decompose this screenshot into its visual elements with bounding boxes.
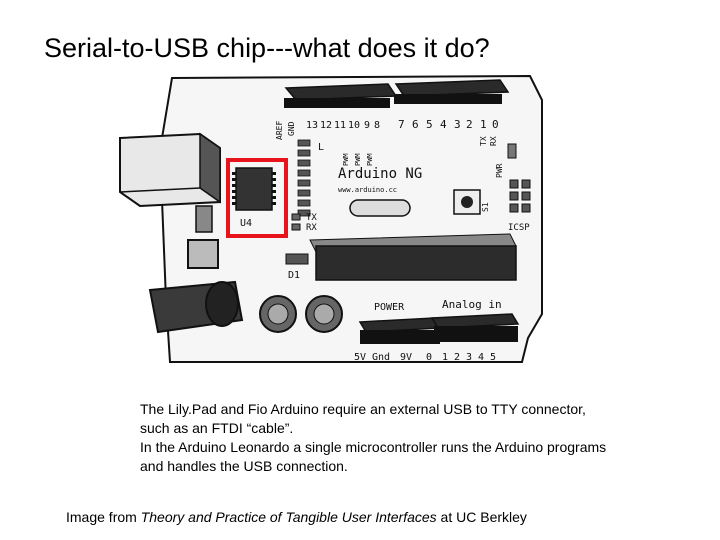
- pin-label-a2: 2: [454, 352, 460, 363]
- icsp-header: [509, 179, 531, 213]
- caption-line-1: The Lily.Pad and Fio Arduino require an …: [140, 401, 586, 436]
- voltage-regulator: [187, 239, 219, 269]
- usb-connector: [119, 132, 221, 208]
- pin-label-a1: 1: [442, 352, 448, 363]
- credit-work-title: Theory and Practice of Tangible User Int…: [140, 509, 437, 525]
- pin-label-1: 1: [480, 118, 487, 131]
- board-url: www.arduino.cc: [338, 186, 397, 194]
- pin-label-4: 4: [440, 118, 447, 131]
- power-header-label: POWER: [374, 302, 405, 313]
- pin-label-13: 13: [306, 120, 318, 131]
- analog-header-label: Analog in: [442, 298, 502, 311]
- pin-label-gnd: GND: [287, 121, 296, 136]
- icsp-label: ICSP: [508, 223, 530, 233]
- led-l-label: L: [318, 142, 324, 153]
- chip-label-u4: U4: [240, 218, 252, 229]
- chip-highlight-box: [226, 158, 288, 238]
- capacitor-1: [259, 295, 297, 333]
- diode-d1: [285, 253, 309, 265]
- pin-label-a4: 4: [478, 352, 484, 363]
- pin-label-5: 5: [426, 118, 433, 131]
- rx-led-label: RX: [306, 223, 317, 233]
- pin-label-9: 9: [364, 120, 370, 131]
- power-header: [358, 317, 442, 344]
- analog-header: [430, 313, 520, 342]
- board-name: Arduino NG: [338, 166, 422, 182]
- credit-suffix: at UC Berkley: [436, 509, 527, 525]
- tx-led: [291, 213, 301, 221]
- pin-label-11: 11: [334, 120, 346, 131]
- pin-label-gnd-bottom: Gnd: [372, 352, 390, 363]
- pwm-label-1: PWM: [342, 153, 350, 166]
- pin-label-a0: 0: [426, 352, 432, 363]
- credit-prefix: Image from: [66, 509, 141, 525]
- reset-button: [453, 189, 481, 215]
- pin-label-0: 0: [492, 118, 499, 131]
- pwm-label-2: PWM: [354, 153, 362, 166]
- pwr-led: [507, 143, 517, 159]
- caption: The Lily.Pad and Fio Arduino require an …: [140, 400, 610, 476]
- pin-label-8: 8: [374, 120, 380, 131]
- diode-label: D1: [288, 270, 300, 281]
- jumper: [195, 205, 213, 233]
- pin-label-5v: 5V: [354, 352, 366, 363]
- crystal: [349, 199, 411, 217]
- pwr-led-label: PWR: [495, 163, 504, 178]
- microcontroller: [309, 233, 517, 281]
- pin-label-a3: 3: [466, 352, 472, 363]
- pin-label-6: 6: [412, 118, 419, 131]
- pin-label-3: 3: [454, 118, 461, 131]
- board-outline: [158, 74, 543, 363]
- pin-label-12: 12: [320, 120, 332, 131]
- pin-label-aref: AREF: [275, 121, 284, 140]
- serial-to-usb-chip: U4: [232, 167, 276, 229]
- arduino-board-illustration: AREF GND 13 12 11 10 9 8 7 6 5 4 3 2 1 0…: [119, 74, 543, 363]
- serial-label-tx: TX: [479, 136, 488, 146]
- pin-label-7: 7: [398, 118, 405, 131]
- pin-label-9v: 9V: [400, 352, 412, 363]
- digital-header-right: [394, 79, 510, 104]
- capacitor-2: [305, 295, 343, 333]
- digital-header-left: [284, 83, 398, 108]
- serial-label-rx: RX: [489, 136, 498, 146]
- pwm-label-3: PWM: [366, 153, 374, 166]
- resistor-array: [297, 139, 311, 217]
- pin-label-2: 2: [466, 118, 473, 131]
- tx-led-label: TX: [306, 213, 317, 223]
- pin-label-a5: 5: [490, 352, 496, 363]
- rx-led: [291, 223, 301, 231]
- power-jack: [148, 280, 244, 334]
- image-credit: Image from Theory and Practice of Tangib…: [66, 508, 527, 527]
- switch-label-s1: S1: [481, 202, 490, 212]
- pin-label-10: 10: [348, 120, 360, 131]
- caption-line-2: In the Arduino Leonardo a single microco…: [140, 439, 607, 474]
- slide-title: Serial-to-USB chip---what does it do?: [44, 33, 490, 63]
